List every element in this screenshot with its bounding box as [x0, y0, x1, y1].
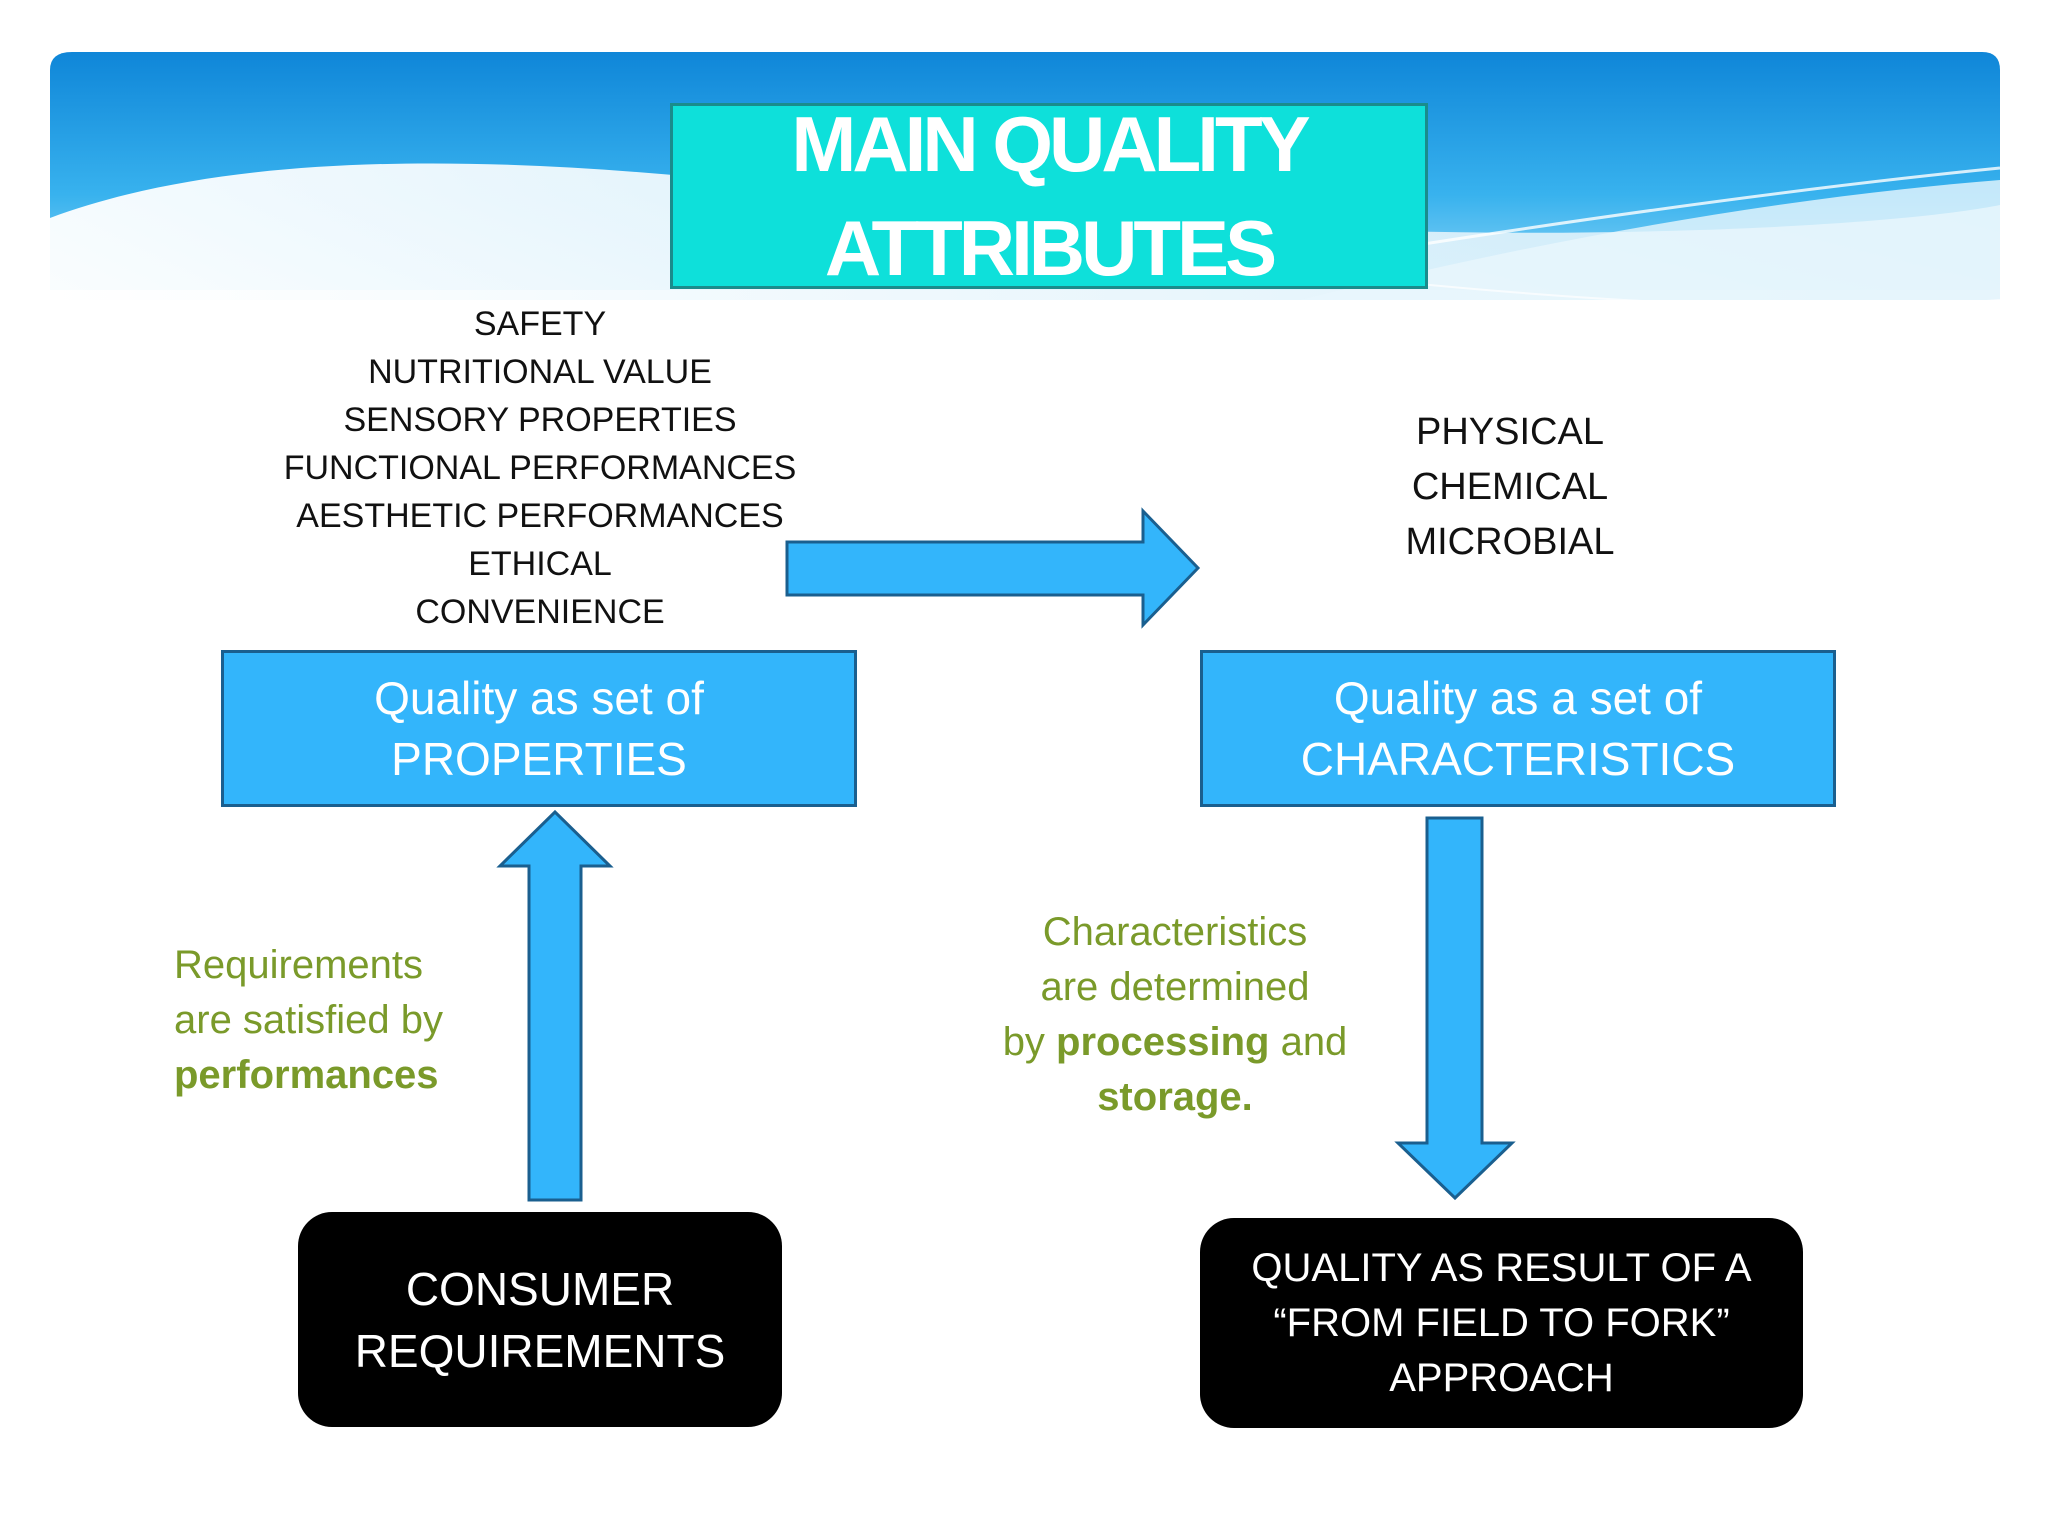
characteristic-item: PHYSICAL: [1416, 411, 1604, 453]
property-item: NUTRITIONAL VALUE: [368, 353, 712, 391]
characteristics-note-post: and: [1269, 1020, 1348, 1064]
properties-box-line-1: Quality as set of: [374, 671, 704, 724]
characteristic-item: CHEMICAL: [1411, 466, 1609, 508]
properties-box: Quality as set of PROPERTIES: [221, 650, 857, 807]
properties-box-line-2: PROPERTIES: [391, 732, 687, 785]
requirements-note-line-1: Requirements: [174, 943, 424, 987]
arrow-down: [1394, 816, 1516, 1201]
property-item: ETHICAL: [468, 545, 612, 583]
characteristics-box-line-2: CHARACTERISTICS: [1300, 732, 1736, 785]
requirements-note-bold: performances: [174, 1053, 439, 1097]
requirements-note-line-2: are satisfied by: [174, 998, 444, 1042]
result-box-line-2: “FROM FIELD TO FORK”: [1273, 1300, 1730, 1345]
property-item: FUNCTIONAL PERFORMANCES: [283, 449, 797, 487]
consumer-box-line-2: REQUIREMENTS: [354, 1324, 726, 1377]
properties-list: SAFETY NUTRITIONAL VALUE SENSORY PROPERT…: [250, 300, 830, 636]
result-box-line-3: APPROACH: [1389, 1355, 1614, 1400]
characteristics-box-line-1: Quality as a set of: [1333, 671, 1703, 724]
characteristics-note: Characteristics are determined by proces…: [960, 905, 1390, 1125]
result-box-line-1: QUALITY AS RESULT OF A: [1251, 1245, 1752, 1290]
quality-result-box: QUALITY AS RESULT OF A “FROM FIELD TO FO…: [1200, 1218, 1803, 1428]
requirements-note: Requirements are satisfied by performanc…: [174, 938, 443, 1103]
characteristics-note-bold-storage: storage.: [1097, 1075, 1253, 1119]
property-item: SAFETY: [473, 305, 607, 343]
property-item: SENSORY PROPERTIES: [343, 401, 737, 439]
characteristics-note-line-3: by processing and: [960, 1015, 1390, 1070]
title-box: MAIN QUALITY ATTRIBUTES: [670, 100, 1428, 292]
title-line-2: ATTRIBUTES: [824, 204, 1277, 292]
characteristics-list: PHYSICAL CHEMICAL MICROBIAL: [1330, 405, 1690, 570]
characteristics-note-line-2: are determined: [1040, 965, 1310, 1009]
consumer-requirements-box: CONSUMER REQUIREMENTS: [298, 1212, 782, 1427]
characteristics-box: Quality as a set of CHARACTERISTICS: [1200, 650, 1836, 807]
arrow-up: [496, 809, 614, 1202]
arrow-right: [785, 507, 1201, 629]
characteristic-item: MICROBIAL: [1405, 521, 1615, 563]
consumer-box-line-1: CONSUMER: [405, 1262, 675, 1315]
characteristics-note-bold-processing: processing: [1056, 1020, 1270, 1064]
property-item: CONVENIENCE: [415, 593, 665, 631]
property-item: AESTHETIC PERFORMANCES: [296, 497, 784, 535]
characteristics-note-pre: by: [1002, 1020, 1057, 1064]
title-line-1: MAIN QUALITY: [791, 100, 1310, 188]
characteristics-note-line-1: Characteristics: [1042, 910, 1308, 954]
